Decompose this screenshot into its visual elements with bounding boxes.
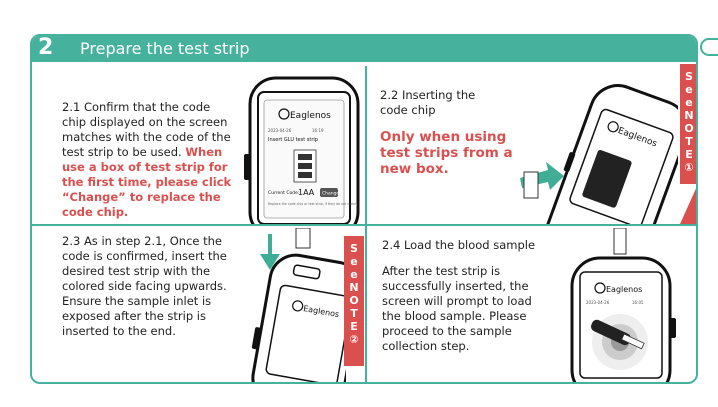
note-1-tab-tail [680, 184, 696, 224]
screen-hint: Replace the code chip or test strip, if … [268, 202, 358, 206]
change-button[interactable]: Change [322, 191, 339, 197]
screen-time: 16:05 [632, 300, 644, 305]
step-2-3-text: 2.3 As in step 2.1, Once the code is con… [62, 234, 227, 338]
section-header: 2 Prepare the test strip [32, 36, 696, 62]
step-2-2-note: Only when using test strips from a new b… [380, 129, 513, 177]
meter-strip-insert-illustration: Eaglenos [251, 228, 346, 382]
screen-time: 16:19 [312, 128, 324, 133]
meter-code-chip-illustration: Eaglenos 2023-04-26 16:19 Insert GLU tes… [244, 76, 360, 224]
step-2-2-title: 2.2 Inserting the code chip [380, 88, 476, 117]
instruction-card: 2 Prepare the test strip 2.1 Confirm tha… [30, 34, 698, 384]
step-2-4-text: After the test strip is successfully ins… [382, 264, 532, 353]
next-section-edge [700, 38, 718, 56]
screen-date: 2023-04-26 [268, 128, 292, 133]
step-2-1-warning: When use a box of test strip for the fir… [62, 145, 232, 219]
meter-blood-sample-illustration: Eaglenos 2023-04-26 16:05 [570, 228, 676, 382]
section-title: Prepare the test strip [80, 39, 250, 58]
code-value: 1AA [298, 188, 315, 197]
screen-nav-title: Insert GLU test strip [268, 137, 318, 143]
horizontal-divider [32, 224, 696, 226]
code-label: Current Code: [268, 190, 299, 196]
screen-date: 2023-04-26 [586, 300, 610, 305]
step-number: 2 [38, 35, 54, 60]
step-2-1-intro: 2.1 Confirm that the code chip displayed… [62, 100, 231, 159]
step-2-4-title: 2.4 Load the blood sample [382, 238, 536, 252]
meter-chip-insert-illustration: Eaglenos [520, 84, 678, 224]
meter-brand: Eaglenos [606, 285, 642, 294]
meter-brand: Eaglenos [290, 111, 331, 121]
step-2-1-text: 2.1 Confirm that the code chip displayed… [62, 100, 232, 220]
